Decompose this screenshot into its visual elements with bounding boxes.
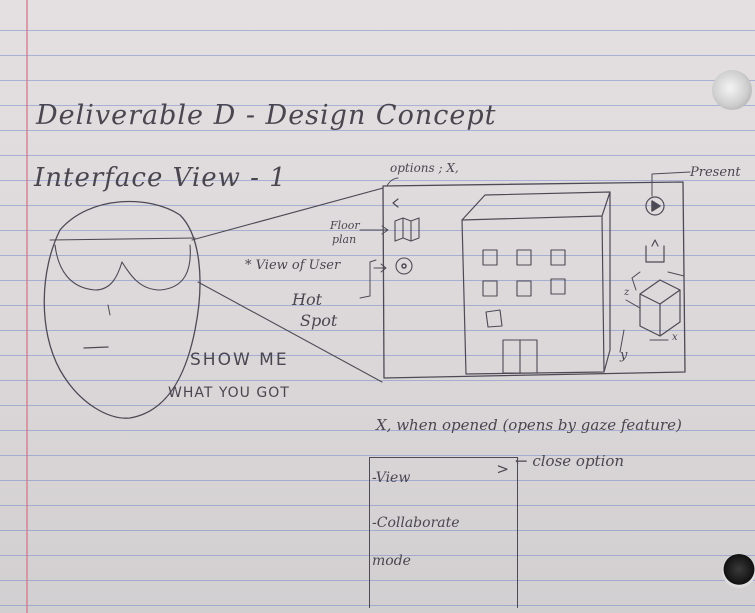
- hot-spot-label-2: Spot: [300, 311, 337, 330]
- options-pointer: [387, 178, 398, 186]
- share-icon: [646, 240, 664, 262]
- face-mouth: [84, 347, 108, 348]
- floor-plan-arrow: [360, 226, 388, 234]
- menu-caption: X, when opened (opens by gaze feature): [376, 416, 682, 434]
- present-pointer: [652, 172, 690, 196]
- axis-z-label: z: [624, 287, 629, 298]
- floor-plan-label-2: plan: [332, 233, 356, 246]
- face-caption-line2: WHAT YOU GOT: [168, 385, 290, 401]
- menu-item-view: -View: [372, 470, 410, 486]
- face-nose: [108, 305, 110, 315]
- menu-close-chevron: >: [496, 460, 509, 478]
- page-title: Deliverable D - Design Concept: [36, 100, 496, 131]
- axis-x-label: x: [672, 332, 678, 343]
- view-of-user-icon: [396, 258, 412, 274]
- vr-headset: [50, 238, 195, 290]
- building-door: [503, 340, 537, 373]
- options-label: options ; X,: [390, 161, 459, 175]
- menu-item-mode: mode: [372, 553, 411, 569]
- page-subtitle: Interface View - 1: [34, 163, 287, 193]
- hotspot-bracket: [360, 260, 376, 298]
- face-caption-line1: SHOW ME: [190, 350, 289, 370]
- building-windows: [483, 250, 565, 327]
- screen-frame: [383, 182, 685, 378]
- building: [462, 192, 610, 374]
- view-of-user-label: * View of User: [245, 258, 340, 273]
- hot-spot-label-1: Hot: [292, 290, 322, 309]
- options-menu-sketch: > -View -Collaborate mode: [369, 457, 518, 608]
- menu-item-collaborate: -Collaborate: [372, 515, 460, 531]
- navigation-cube: [640, 280, 680, 336]
- floor-plan-icon: [395, 218, 419, 241]
- axis-y-label: y: [620, 348, 627, 363]
- back-chevron: [393, 199, 398, 207]
- floor-plan-label-1: Floor: [330, 219, 360, 232]
- present-label: Present: [690, 165, 741, 180]
- close-option-label: ← close option: [515, 452, 624, 470]
